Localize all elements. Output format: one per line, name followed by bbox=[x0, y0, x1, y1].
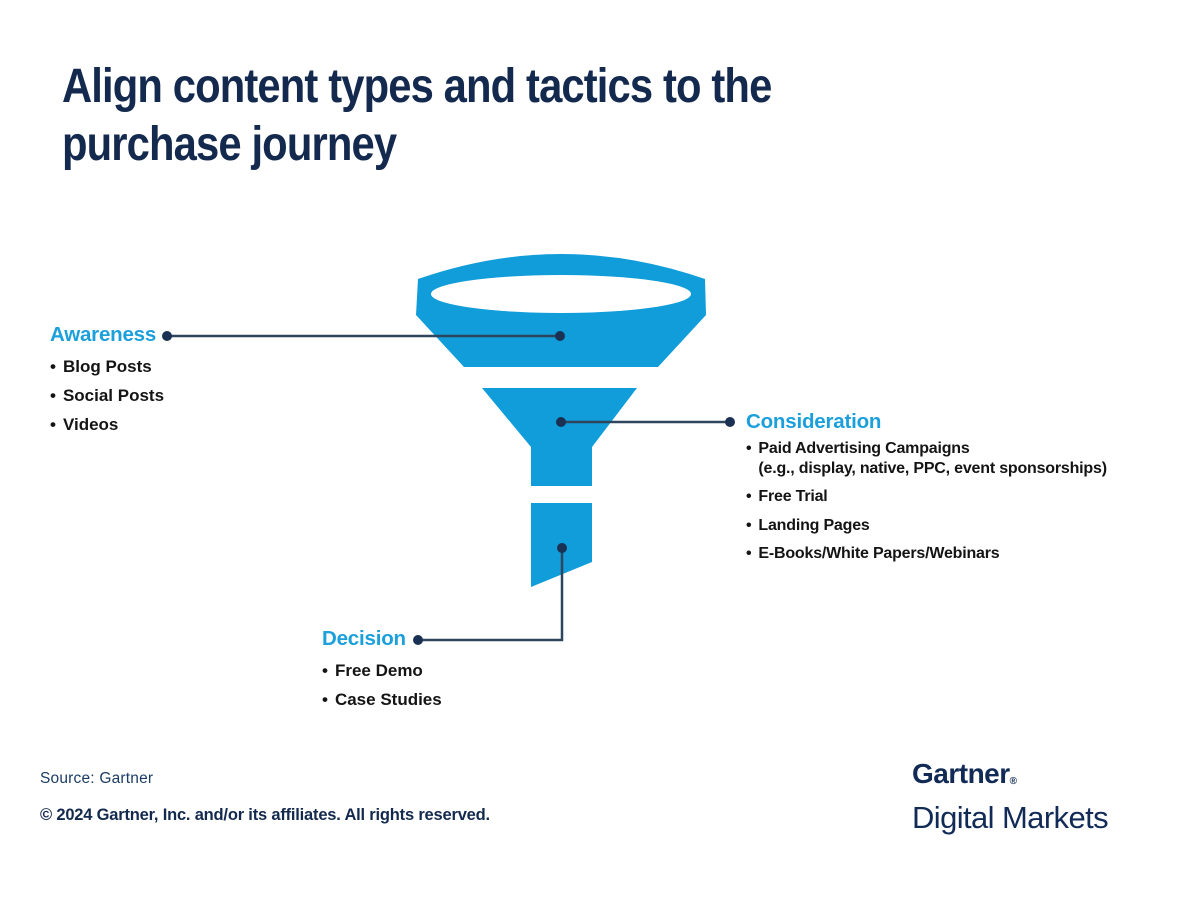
consideration-funnel-dot bbox=[556, 417, 566, 427]
consideration-label-dot bbox=[725, 417, 735, 427]
stage-consideration: Consideration Paid Advertising Campaigns… bbox=[746, 411, 1107, 573]
awareness-label-dot bbox=[162, 331, 172, 341]
list-item: Free Demo bbox=[322, 656, 442, 685]
stage-awareness-items: Blog Posts Social Posts Videos bbox=[50, 352, 164, 439]
title-line-2: purchase journey bbox=[62, 117, 397, 171]
stage-decision-label: Decision bbox=[322, 627, 406, 650]
decision-connector-line bbox=[418, 548, 564, 642]
list-item: Landing Pages bbox=[746, 516, 1107, 536]
list-item: Free Trial bbox=[746, 487, 1107, 507]
stage-decision: Decision Free Demo Case Studies bbox=[322, 628, 442, 714]
decision-funnel-dot bbox=[557, 543, 567, 553]
list-item: E-Books/White Papers/Webinars bbox=[746, 544, 1107, 564]
title-line-1: Align content types and tactics to the bbox=[62, 60, 772, 113]
gartner-digital-markets-logo: Gartner® Digital Markets bbox=[912, 758, 1109, 835]
funnel-opening bbox=[431, 275, 691, 313]
list-item: Blog Posts bbox=[50, 352, 164, 381]
copyright-note: © 2024 Gartner, Inc. and/or its affiliat… bbox=[40, 806, 490, 824]
registered-mark-icon: ® bbox=[1009, 776, 1017, 787]
decision-label-dot bbox=[413, 635, 423, 645]
stage-consideration-label: Consideration bbox=[746, 410, 882, 433]
stage-consideration-items: Paid Advertising Campaigns (e.g., display… bbox=[746, 439, 1107, 564]
stage-awareness-label: Awareness bbox=[50, 323, 157, 346]
item-line-1: Paid Advertising Campaigns bbox=[758, 440, 970, 457]
funnel-consideration-section bbox=[482, 388, 637, 486]
logo-division: Digital Markets bbox=[912, 800, 1109, 835]
awareness-funnel-dot bbox=[555, 331, 565, 341]
source-note: Source: Gartner bbox=[40, 770, 154, 787]
stage-decision-items: Free Demo Case Studies bbox=[322, 656, 442, 714]
list-item: Case Studies bbox=[322, 685, 442, 714]
stage-awareness: Awareness Blog Posts Social Posts Videos bbox=[50, 324, 164, 439]
list-item: Social Posts bbox=[50, 381, 164, 410]
item-line-2: (e.g., display, native, PPC, event spons… bbox=[758, 459, 1107, 477]
list-item: Videos bbox=[50, 410, 164, 439]
list-item: Paid Advertising Campaigns (e.g., display… bbox=[746, 439, 1107, 478]
logo-brand: Gartner® bbox=[912, 758, 1017, 789]
